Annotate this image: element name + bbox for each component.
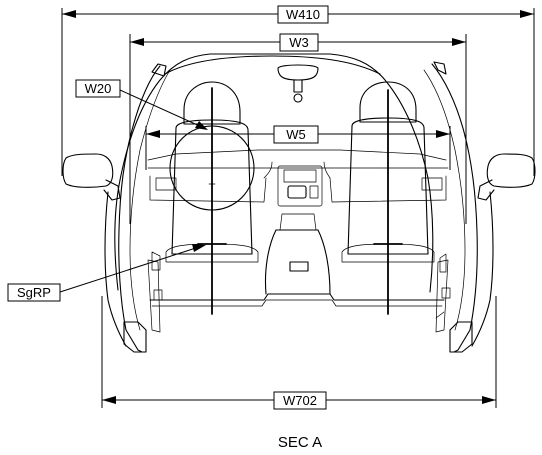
right-mirror xyxy=(486,153,536,188)
dimension-sgrp: SgRP xyxy=(7,244,206,302)
right-latch xyxy=(441,287,451,299)
dashboard-face xyxy=(149,175,447,203)
w702-left-arrow xyxy=(102,396,116,404)
left-latch xyxy=(153,289,163,301)
w20-leader-arrow xyxy=(195,121,208,130)
w410-left-arrow xyxy=(62,10,76,18)
center-stack-vents xyxy=(283,169,317,183)
w702-label: W702 xyxy=(283,393,317,408)
right-side-inner xyxy=(423,69,466,331)
radio-display xyxy=(287,185,307,199)
left-sill xyxy=(123,321,147,353)
right-floor-bolt xyxy=(435,311,445,319)
w702-right-arrow xyxy=(482,396,496,404)
w3-left-arrow xyxy=(130,38,144,46)
right-side-outline xyxy=(431,63,478,353)
sgrp-leader-line xyxy=(59,245,203,293)
w410-label: W410 xyxy=(286,7,320,22)
left-upper-bracket xyxy=(151,63,167,77)
radio-knob xyxy=(309,185,319,199)
left-seatback xyxy=(171,119,253,255)
left-door-skin xyxy=(104,191,127,347)
w702-label-box xyxy=(273,391,327,410)
right-seat-headrest xyxy=(359,81,417,123)
rearview-mirror-mount xyxy=(293,93,303,103)
center-stack xyxy=(277,165,323,207)
dimension-w3: W3 xyxy=(129,33,467,224)
w3-right-arrow xyxy=(452,38,466,46)
roof-contour xyxy=(164,55,381,75)
sgrp-label: SgRP xyxy=(17,285,51,300)
w410-right-arrow xyxy=(520,10,534,18)
dimension-w410: W410 xyxy=(61,5,535,176)
dashboard-hood xyxy=(263,161,331,179)
right-lower-cladding xyxy=(435,259,449,333)
side-mirrors xyxy=(62,153,536,201)
right-sill xyxy=(449,321,473,353)
w3-label-box xyxy=(279,33,319,52)
center-tunnel xyxy=(264,229,331,295)
dimension-w702: W702 xyxy=(101,296,497,410)
left-vent xyxy=(155,177,177,191)
dimensions: W410 W3 W20 W5 xyxy=(7,5,535,410)
sgrp-label-box xyxy=(7,283,61,302)
vehicle-body xyxy=(104,53,494,353)
w410-label-box xyxy=(277,5,329,24)
left-mirror-arm xyxy=(103,179,121,201)
console-switch xyxy=(289,261,309,272)
w20-label: W20 xyxy=(85,81,112,96)
right-belt-anchor xyxy=(439,253,447,273)
w20-label-box xyxy=(75,79,121,98)
w5-right-arrow xyxy=(436,130,450,138)
left-belt-anchor xyxy=(151,251,161,271)
right-mirror-arm xyxy=(477,179,495,201)
floor-line xyxy=(149,293,445,301)
right-upper-bracket xyxy=(433,61,447,75)
floor-inner-line xyxy=(151,299,443,307)
center-console xyxy=(279,213,317,231)
right-vent xyxy=(421,177,443,191)
section-caption: SEC A xyxy=(278,434,322,451)
dimension-w20: W20 xyxy=(75,79,208,130)
dashboard-top xyxy=(147,149,447,161)
rearview-mirror-stem xyxy=(293,79,303,93)
right-seatback xyxy=(347,117,429,255)
dimension-w5: W5 xyxy=(145,125,451,170)
rearview-mirror xyxy=(277,64,319,81)
w5-label-box xyxy=(273,125,319,144)
left-seat-headrest xyxy=(183,81,241,125)
interior xyxy=(147,64,449,315)
right-door-skin xyxy=(471,191,494,347)
w3-label: W3 xyxy=(289,35,309,50)
left-side-outline xyxy=(118,65,161,353)
w5-left-arrow xyxy=(146,130,160,138)
w5-label: W5 xyxy=(286,127,306,142)
sgrp-leader-arrow xyxy=(192,244,206,252)
left-mirror xyxy=(62,153,114,188)
body-outer-outline xyxy=(114,53,434,293)
left-side-inner xyxy=(129,69,171,331)
w20-leader-line xyxy=(119,89,205,129)
